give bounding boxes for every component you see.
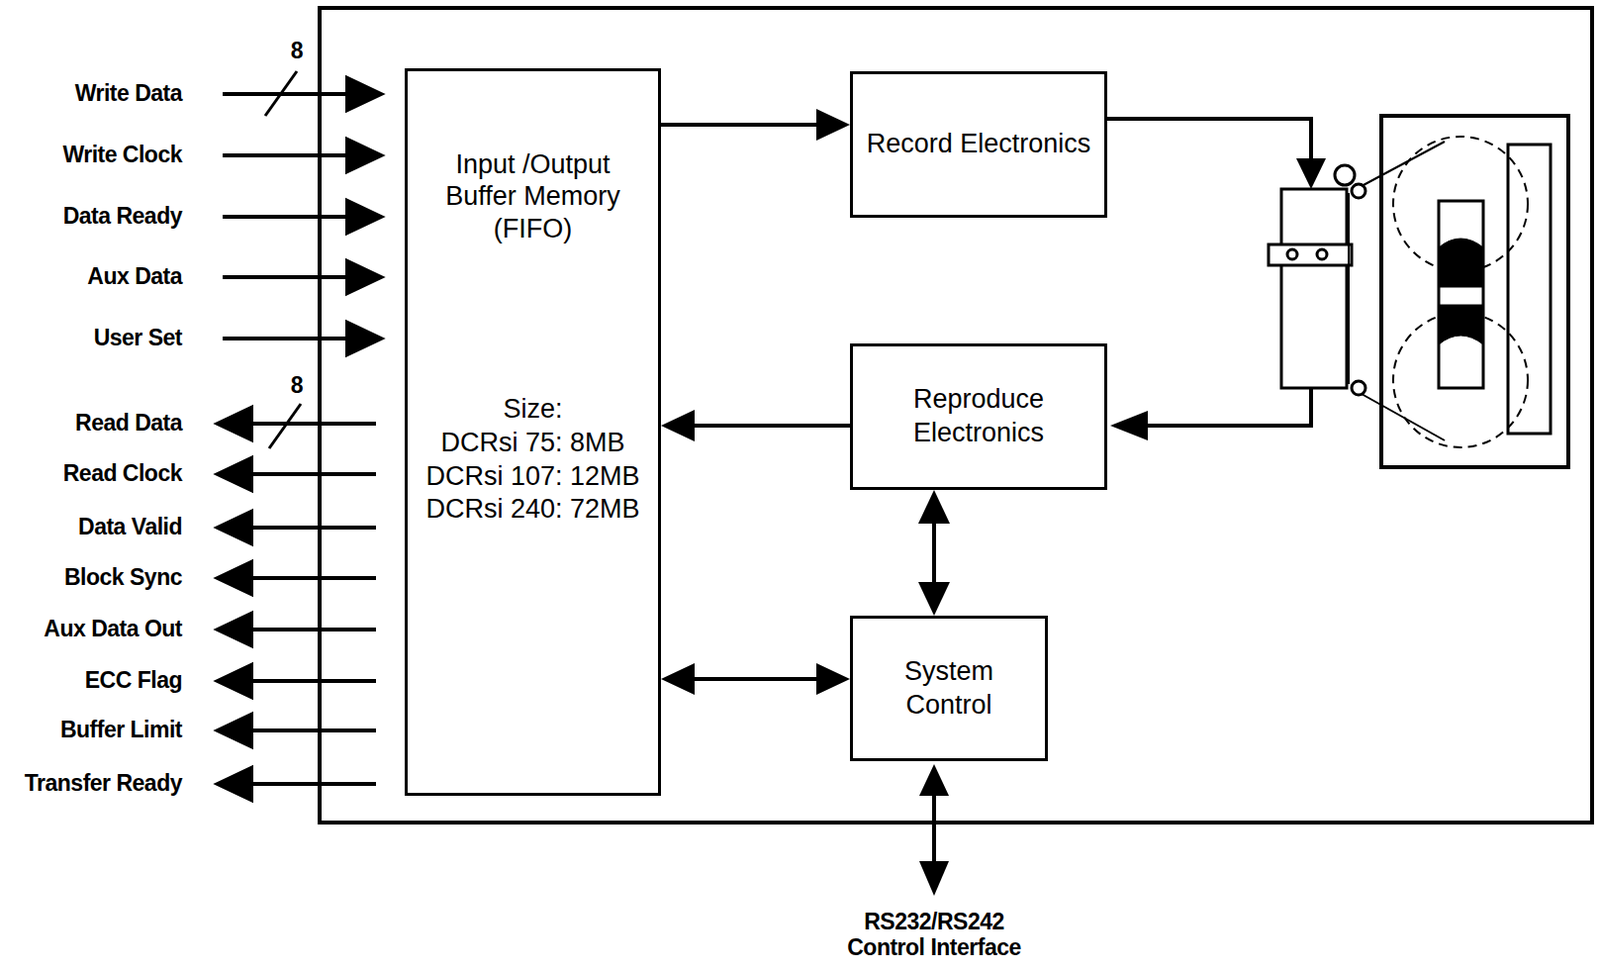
- signal-name: Aux Data: [85, 263, 185, 291]
- bus-width: 8: [288, 37, 305, 66]
- connector-arrow: [918, 489, 950, 616]
- box-title: Input /Output Buffer Memory (FIFO): [417, 148, 649, 245]
- signal-name: ECC Flag: [83, 666, 185, 695]
- box-text: DCRsi 75: 8MB: [440, 426, 625, 461]
- buffer-memory-box: Input /Output Buffer Memory (FIFO)Size:D…: [404, 68, 661, 796]
- system-control-box: System Control: [849, 615, 1048, 761]
- box-text: DCRsi 240: 72MB: [425, 492, 640, 527]
- record-electronics-box: Record Electronics: [849, 71, 1108, 218]
- signal-name: Buffer Limit: [58, 716, 185, 745]
- signal-name: Write Data: [73, 80, 185, 108]
- box-text: Size:: [502, 392, 563, 427]
- box-text: DCRsi 107: 12MB: [425, 460, 640, 494]
- arrowhead: [1110, 410, 1148, 441]
- signal-name: Data Ready: [61, 202, 185, 231]
- connector-arrow: [660, 662, 850, 695]
- interface-label: RS232/RS242 Control Interface: [823, 908, 1045, 961]
- housing-outline: [319, 7, 1593, 823]
- signal-name: Read Clock: [61, 460, 185, 488]
- reproduce-electronics-box: Reproduce Electronics: [849, 343, 1108, 490]
- connector-arrow: [660, 108, 850, 141]
- tape-cassette: [1361, 115, 1569, 468]
- signal-name: Read Data: [73, 409, 185, 438]
- bus-width: 8: [288, 372, 305, 400]
- box-title: Record Electronics: [866, 127, 1092, 162]
- box-title: Reproduce Electronics: [862, 382, 1095, 451]
- control-interface-line: [919, 763, 949, 896]
- box-title: System Control: [862, 655, 1036, 723]
- signal-name: Write Clock: [60, 141, 185, 170]
- connector-arrow: [660, 409, 850, 442]
- signal-name: Data Valid: [76, 513, 185, 542]
- signal-name: User Set: [92, 324, 185, 353]
- signal-name: Block Sync: [62, 564, 185, 592]
- signal-name: Aux Data Out: [41, 615, 185, 644]
- signal-name: Transfer Ready: [22, 769, 185, 798]
- arrowhead: [1296, 158, 1326, 189]
- tape-head: [1268, 165, 1366, 395]
- signal-arrows: [217, 78, 381, 800]
